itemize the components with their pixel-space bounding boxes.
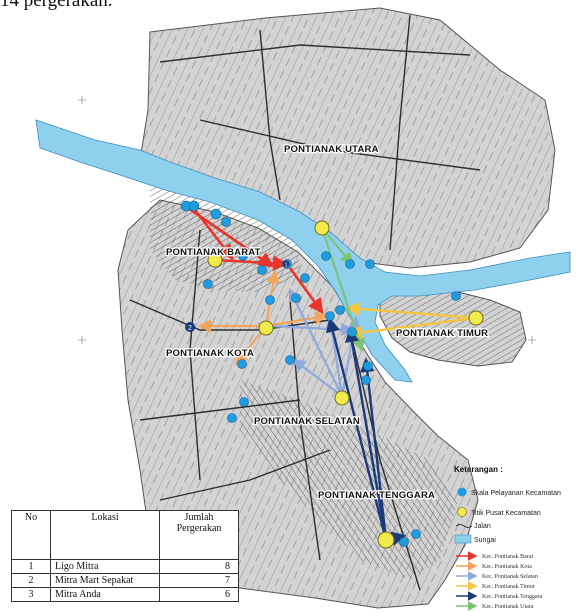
- center-kota: [258, 320, 274, 336]
- label-timur: PONTIANAK TIMUR: [396, 328, 488, 339]
- legend-river: Sungai: [474, 537, 496, 544]
- cell-no: 1: [11, 559, 51, 574]
- river-kapuas: [35, 119, 571, 383]
- table-row: 1 Ligo Mitra 8: [11, 559, 239, 574]
- label-utara: PONTIANAK UTARA: [284, 144, 379, 155]
- center-selatan: [334, 390, 350, 406]
- top-caption: 14 pergerakan.: [0, 0, 113, 11]
- cell-jumlah: 8: [159, 559, 239, 574]
- col-lokasi: Lokasi: [50, 510, 160, 560]
- legend-center: Titik Pusat Kecamatan: [471, 510, 541, 517]
- legend-road: Jalan: [474, 523, 491, 530]
- label-selatan: PONTIANAK SELATAN: [254, 416, 360, 427]
- cell-jumlah: 7: [159, 573, 239, 588]
- arrows-timur: [345, 301, 477, 340]
- cell-jumlah: 6: [159, 587, 239, 602]
- cell-lokasi: Mitra Anda: [50, 587, 160, 602]
- district-centers: [207, 220, 484, 549]
- service-points: [180, 200, 461, 547]
- col-jumlah: Jumlah Pergerakan: [159, 510, 239, 560]
- legend-arrow-utara: Kec. Pontianak Utara: [482, 604, 534, 610]
- numbered-markers: 2 1: [185, 260, 290, 332]
- center-utara: [314, 220, 330, 236]
- map-legend: Keterangan : Skala Pelayanan Kecamatan T…: [454, 465, 561, 611]
- legend-title: Keterangan :: [454, 465, 503, 474]
- center-timur: [468, 310, 484, 326]
- marker-1: 1: [285, 263, 288, 269]
- table-row: 2 Mitra Mart Sepakat 7: [11, 573, 239, 588]
- center-barat: [207, 252, 223, 268]
- label-barat: PONTIANAK BARAT: [166, 247, 261, 258]
- label-tenggara: PONTIANAK TENGGARA: [318, 490, 435, 501]
- center-tenggara: [377, 531, 395, 549]
- legend-arrow-kota: Kec. Pontianak Kota: [482, 564, 532, 570]
- table-header-row: No Lokasi Jumlah Pergerakan: [11, 510, 239, 560]
- legend-arrow-selatan: Kec. Pontianak Selatan: [482, 574, 538, 580]
- table-row: 3 Mitra Anda 6: [11, 587, 239, 602]
- cell-no: 2: [11, 573, 51, 588]
- major-roads: [129, 14, 481, 591]
- label-kota: PONTIANAK KOTA: [166, 348, 254, 359]
- legend-service: Skala Pelayanan Kecamatan: [471, 490, 561, 497]
- marker-2: 2: [188, 325, 192, 332]
- arrows-barat: [187, 205, 324, 315]
- col-no: No: [11, 510, 51, 560]
- legend-arrow-timur: Kec. Pontianak Timur: [482, 584, 535, 590]
- arrows-tenggara: [325, 317, 407, 546]
- movement-table: No Lokasi Jumlah Pergerakan 1 Ligo Mitra…: [11, 510, 239, 602]
- dense-area-selatan: [240, 380, 458, 580]
- cell-no: 3: [11, 587, 51, 602]
- cell-lokasi: Mitra Mart Sepakat: [50, 573, 160, 588]
- legend-arrow-tenggara: Kec. Pontianak Tenggara: [482, 594, 543, 600]
- cell-lokasi: Ligo Mitra: [50, 559, 160, 574]
- legend-arrow-barat: Kec. Pontianak Barat: [482, 554, 533, 560]
